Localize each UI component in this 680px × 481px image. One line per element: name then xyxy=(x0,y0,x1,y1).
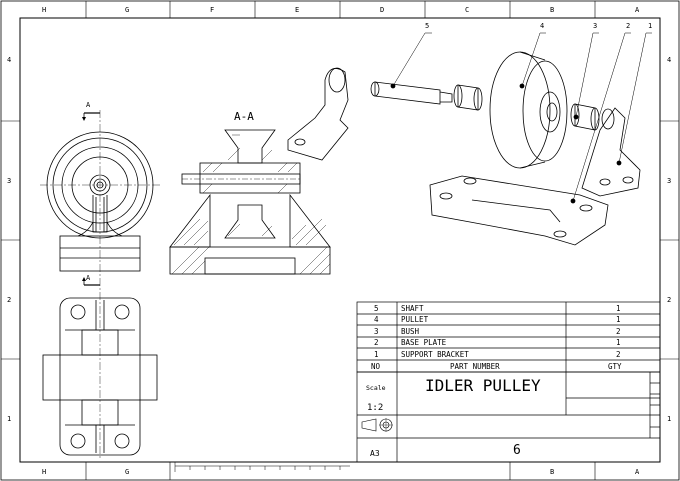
top-view xyxy=(42,292,158,460)
zone-bottom-a: A xyxy=(635,468,640,476)
bom-row-name: BUSH xyxy=(401,327,420,336)
drawing-number: 6 xyxy=(513,443,521,458)
bom-row-no: 4 xyxy=(374,315,379,324)
zone-left-4: 4 xyxy=(7,56,11,64)
zone-top-g: G xyxy=(125,6,129,14)
title-block xyxy=(356,371,661,463)
bom-row-name: PULLET xyxy=(401,315,429,324)
bom-rows: 5 SHAFT 1 4 PULLET 1 3 BUSH 2 2 BASE PLA… xyxy=(371,304,622,371)
bom-header-no: NO xyxy=(371,362,381,371)
bom-row-no: 1 xyxy=(374,350,379,359)
zone-top-b: B xyxy=(550,6,554,14)
zone-bottom-h: H xyxy=(42,468,46,476)
bom-header-qty: GTY xyxy=(608,362,622,371)
bom-row-qty: 1 xyxy=(616,338,621,347)
zone-labels: H G F E D C B A H G B A 4 3 2 1 4 3 2 1 xyxy=(7,6,671,476)
zone-right-3: 3 xyxy=(667,177,671,185)
section-marker-top: A xyxy=(86,101,91,109)
zone-left-3: 3 xyxy=(7,177,11,185)
bom-row-qty: 2 xyxy=(616,350,621,359)
bom-row-qty: 2 xyxy=(616,327,621,336)
bom-row-no: 3 xyxy=(374,327,379,336)
zone-top-a: A xyxy=(635,6,640,14)
zone-bottom-g: G xyxy=(125,468,129,476)
balloon-2: 2 xyxy=(626,22,630,30)
balloon-3: 3 xyxy=(593,22,597,30)
zone-top-f: F xyxy=(210,6,214,14)
projection-symbol-icon xyxy=(361,418,393,432)
zone-top-h: H xyxy=(42,6,46,14)
zone-right-2: 2 xyxy=(667,296,671,304)
bom-row-qty: 1 xyxy=(616,304,621,313)
drawing-title: IDLER PULLEY xyxy=(425,376,541,395)
bom-row-name: BASE PLATE xyxy=(401,338,447,347)
section-view xyxy=(169,129,331,275)
zone-left-2: 2 xyxy=(7,296,11,304)
scale-value: 1:2 xyxy=(367,403,383,413)
scale-ruler xyxy=(174,462,350,472)
balloon-4: 4 xyxy=(540,22,544,30)
balloon-1: 1 xyxy=(648,22,652,30)
section-marker-bottom: A xyxy=(86,274,91,282)
zone-right-1: 1 xyxy=(667,415,671,423)
sheet-size: A3 xyxy=(370,449,380,458)
bom-header-name: PART NUMBER xyxy=(450,362,500,371)
zone-top-c: C xyxy=(465,6,469,14)
bom-row-name: SUPPORT BRACKET xyxy=(401,350,469,359)
section-view-label: A-A xyxy=(234,110,254,123)
balloon-5: 5 xyxy=(425,22,429,30)
bom-row-name: SHAFT xyxy=(401,304,424,313)
side-view xyxy=(40,110,160,290)
bom-row-no: 2 xyxy=(374,338,379,347)
scale-label: Scale xyxy=(366,384,386,392)
bom-row-no: 5 xyxy=(374,304,379,313)
zone-top-e: E xyxy=(295,6,299,14)
exploded-view xyxy=(287,32,652,246)
zone-right-4: 4 xyxy=(667,56,671,64)
zone-left-1: 1 xyxy=(7,415,11,423)
bom-row-qty: 1 xyxy=(616,315,621,324)
zone-top-d: D xyxy=(380,6,384,14)
zone-bottom-b: B xyxy=(550,468,554,476)
